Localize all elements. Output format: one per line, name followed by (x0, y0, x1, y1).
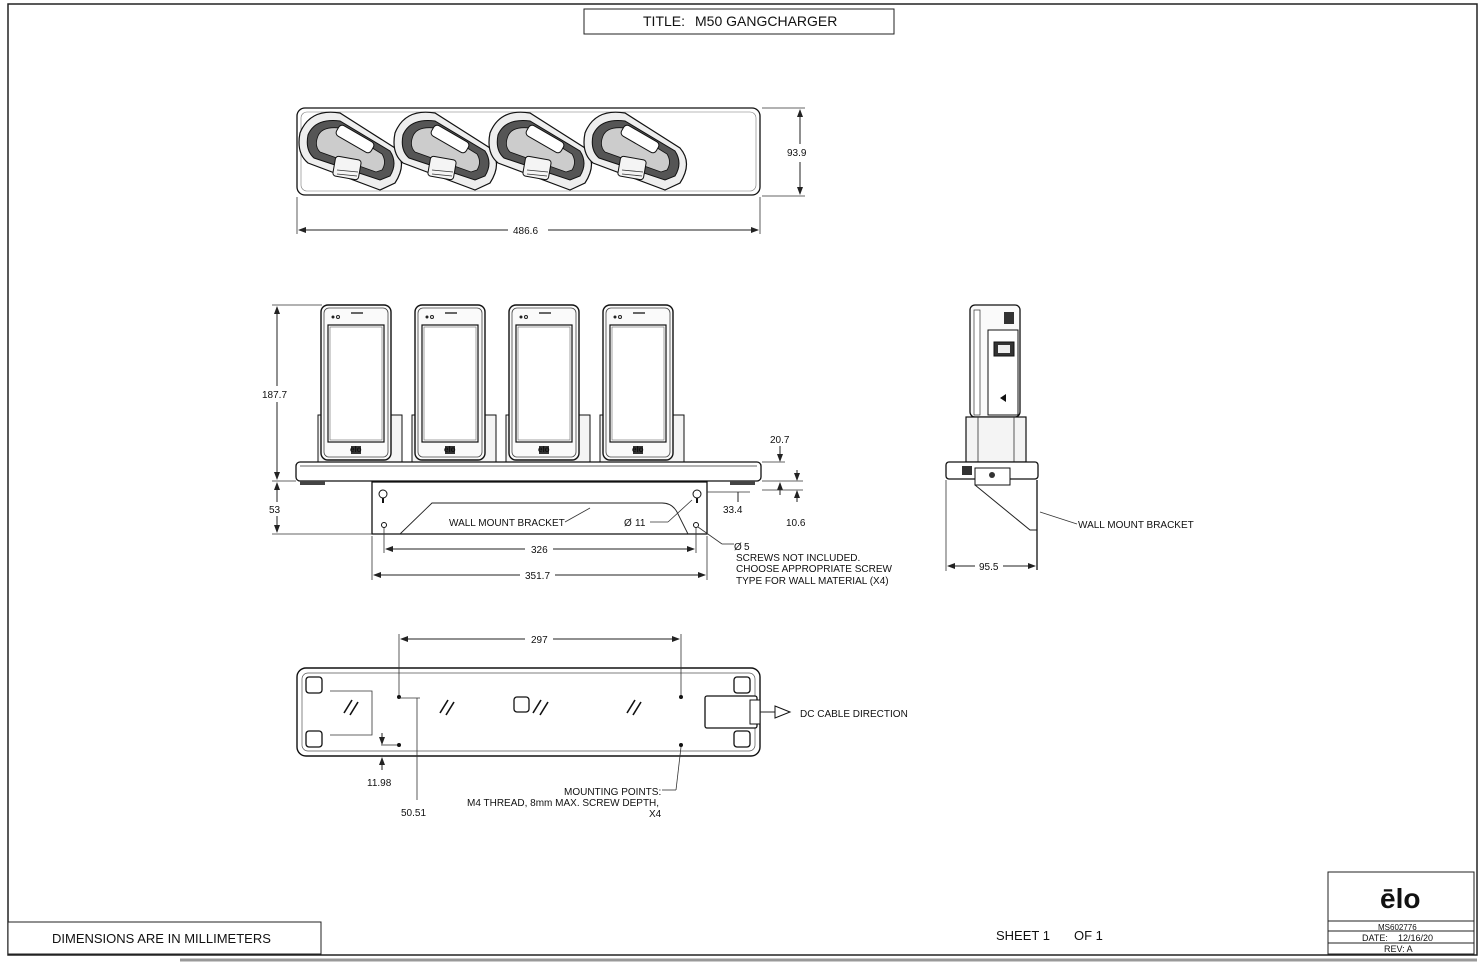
dim-hole-bottom: 10.6 (786, 518, 806, 529)
screw-dia-symbol: Ø (734, 542, 742, 553)
dim-top-width: 486.6 (513, 226, 538, 237)
dim-front-height: 187.7 (262, 390, 287, 401)
front-phone-2 (414, 304, 486, 461)
sheet-number: SHEET 1 (996, 928, 1050, 943)
mount-note-line-1: MOUNTING POINTS: (564, 787, 661, 798)
bottom-view: DC CABLE DIRECTION 297 11.98 50.51 MOUNT… (296, 634, 908, 820)
top-view: 93.9 486.6 (296, 107, 807, 237)
dim-edge-x: 11.98 (367, 778, 392, 789)
front-bracket-label: WALL MOUNT BRACKET (449, 518, 565, 529)
front-phone-logo-2: elo (444, 445, 456, 454)
title-name: M50 GANGCHARGER (695, 13, 837, 29)
front-phone-3 (508, 304, 580, 461)
date-value: 12/16/20 (1398, 933, 1433, 943)
dim-base-offset: 20.7 (770, 435, 790, 446)
dim-hole-top: 33.4 (723, 505, 743, 516)
revision: REV: A (1384, 944, 1413, 954)
title-block: TITLE: M50 GANGCHARGER (583, 8, 895, 35)
screw-note-line-1: SCREWS NOT INCLUDED. (736, 553, 860, 564)
mount-note-line-3: X4 (649, 809, 662, 820)
keyhole-dia-symbol: Ø (624, 518, 632, 529)
elo-logo: ēlo (1380, 883, 1420, 914)
units-note: DIMENSIONS ARE IN MILLIMETERS (52, 931, 271, 946)
screw-note-line-3: TYPE FOR WALL MATERIAL (X4) (736, 576, 889, 587)
side-bracket-label: WALL MOUNT BRACKET (1078, 520, 1194, 531)
front-base (295, 461, 762, 482)
bottom-view-body (296, 667, 761, 757)
front-phone-logo-3: elo (538, 445, 550, 454)
units-note-box: DIMENSIONS ARE IN MILLIMETERS (7, 921, 322, 955)
title-prefix: TITLE: (643, 13, 685, 29)
dim-bracket-height: 53 (269, 505, 281, 516)
keyhole-dia-value: 11 (635, 518, 646, 529)
front-phone-logo-1: elo (350, 445, 362, 454)
screw-note-line-2: CHOOSE APPROPRIATE SCREW (736, 564, 893, 575)
side-view: WALL MOUNT BRACKET 95.5 (945, 304, 1194, 573)
date-label: DATE: (1362, 933, 1388, 943)
dim-hole-spacing: 326 (531, 545, 548, 556)
screw-dia-value: 5 (744, 542, 750, 553)
front-phone-1 (320, 304, 392, 461)
dim-edge-y: 50.51 (401, 808, 426, 819)
front-phone-logo-4: elo (632, 445, 644, 454)
front-view: elo elo elo elo WALL MOUNT BRACKET Ø 11 … (262, 304, 893, 587)
dim-side-depth: 95.5 (979, 562, 999, 573)
dc-cable-label: DC CABLE DIRECTION (800, 709, 908, 720)
sheet-border (7, 3, 1478, 956)
dim-top-height: 93.9 (787, 148, 807, 159)
dim-bracket-width: 351.7 (525, 571, 550, 582)
dim-mount-spacing: 297 (531, 635, 548, 646)
sheet-total: OF 1 (1074, 928, 1103, 943)
front-phone-4 (602, 304, 674, 461)
part-number: MS602776 (1378, 923, 1417, 932)
revision-block: ēlo MS602776 DATE: 12/16/20 REV: A (1327, 871, 1475, 955)
mount-note-line-2: M4 THREAD, 8mm MAX. SCREW DEPTH, (467, 798, 659, 809)
front-bracket (371, 481, 708, 535)
